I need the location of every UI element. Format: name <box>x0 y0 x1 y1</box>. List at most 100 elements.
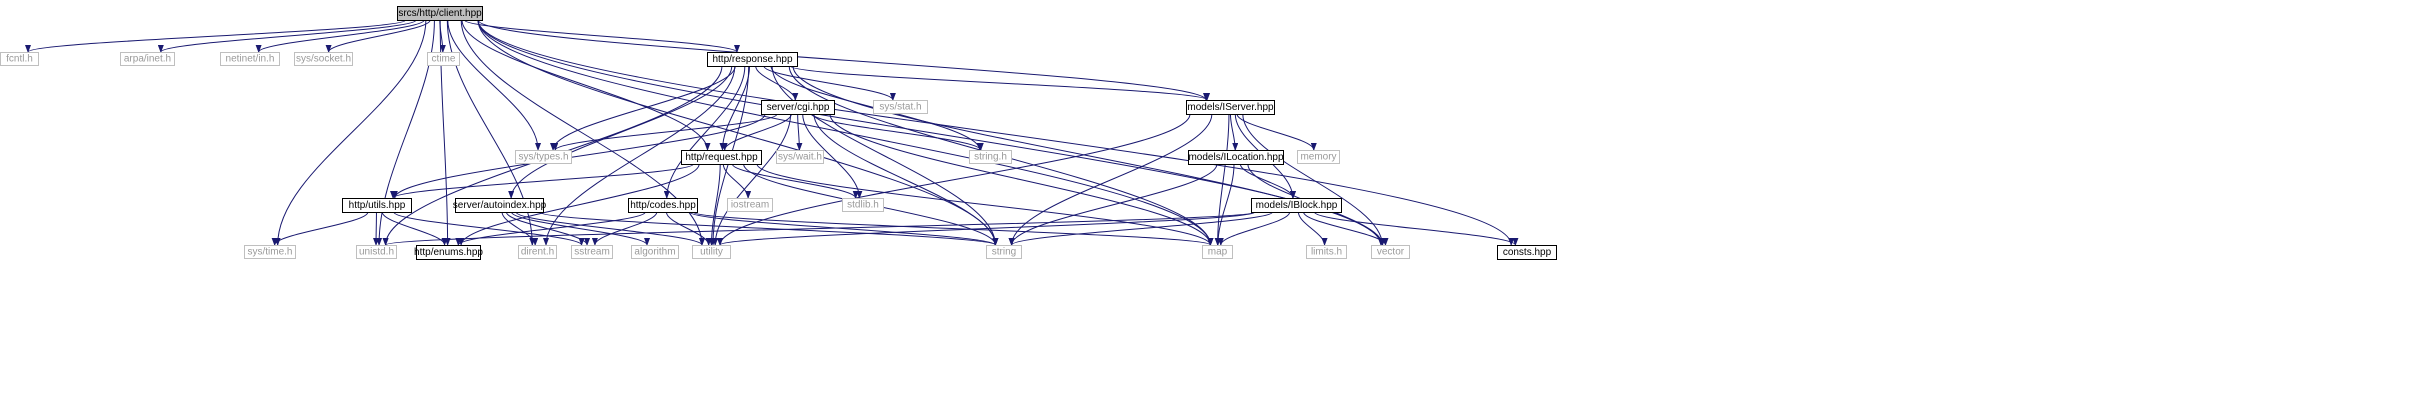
edge-codes-to-map <box>692 211 1214 246</box>
edge-client-to-utility <box>460 19 705 246</box>
node-response[interactable]: http/response.hpp <box>707 52 798 67</box>
node-utils[interactable]: http/utils.hpp <box>342 198 412 213</box>
edge-response-to-autoindex <box>508 65 733 199</box>
edge-client-to-netinet <box>255 19 425 53</box>
node-fcntl-box <box>0 52 39 66</box>
edge-iserver-to-vector <box>1242 113 1386 246</box>
edge-client-to-consts <box>477 19 1515 246</box>
edge-response-to-vector <box>792 65 1384 246</box>
node-iserver[interactable]: models/IServer.hpp <box>1186 100 1275 115</box>
node-arpa-label: arpa/inet.h <box>124 54 171 65</box>
node-vector-box <box>1371 245 1410 259</box>
edge-codes-to-utility <box>665 211 712 246</box>
node-utility-box <box>692 245 731 259</box>
node-cgi[interactable]: server/cgi.hpp <box>761 100 835 115</box>
node-utility: utility <box>692 245 731 259</box>
edge-codes-to-sstream <box>591 211 658 246</box>
edge-response-to-cgi <box>755 65 799 101</box>
edge-utils-to-sstream <box>393 211 585 246</box>
edge-ilocation-to-string <box>1008 163 1218 246</box>
edge-response-to-sysstat <box>763 65 896 101</box>
node-memory: memory <box>1297 150 1340 164</box>
node-algorithm-box <box>631 245 679 259</box>
node-map-box <box>1202 245 1233 259</box>
edge-cgi-to-map <box>829 113 1214 246</box>
node-codes[interactable]: http/codes.hpp <box>628 198 698 213</box>
node-cgi-box <box>761 100 835 115</box>
edge-client-to-fcntl <box>25 19 407 53</box>
edge-iblock-to-consts <box>1313 211 1519 246</box>
edge-iblock-to-utility <box>717 211 1256 246</box>
edge-autoindex-to-dirent <box>501 211 539 246</box>
node-client-label: srcs/http/client.hpp <box>398 8 482 19</box>
node-ctime: ctime <box>427 52 460 66</box>
node-unistd: unistd.h <box>356 245 397 259</box>
edge-ilocation-to-map <box>1214 163 1235 246</box>
node-fcntl-label: fcntl.h <box>6 54 33 65</box>
edge-request-to-stdlib <box>731 163 859 199</box>
node-vector-label: vector <box>1377 247 1405 258</box>
node-request[interactable]: http/request.hpp <box>681 150 762 165</box>
edge-iblock-to-string <box>1008 211 1274 246</box>
edge-client-to-iserver <box>477 19 1209 101</box>
node-netinet: netinet/in.h <box>220 52 280 66</box>
node-systypes: sys/types.h <box>515 150 572 164</box>
edge-client-to-response <box>464 19 740 53</box>
edge-request-to-enums <box>458 163 700 246</box>
node-response-label: http/response.hpp <box>712 54 792 65</box>
edge-request-to-utils <box>390 163 694 199</box>
node-ilocation[interactable]: models/ILocation.hpp <box>1188 150 1284 165</box>
edge-request-to-utility <box>708 163 721 246</box>
node-unistd-box <box>356 245 397 259</box>
edge-codes-to-string <box>689 211 999 246</box>
edge-client-to-map <box>477 19 1214 246</box>
node-dirent-label: dirent.h <box>521 247 554 258</box>
node-iostream-box <box>727 198 773 212</box>
node-iblock[interactable]: models/IBlock.hpp <box>1251 198 1342 213</box>
edge-iserver-to-utility <box>717 113 1191 246</box>
node-vector: vector <box>1371 245 1410 259</box>
edge-iserver-to-ilocation <box>1229 113 1239 151</box>
node-systime-box <box>244 245 296 259</box>
node-client-box <box>397 6 483 21</box>
node-iostream: iostream <box>727 198 773 212</box>
node-map: map <box>1202 245 1233 259</box>
node-algorithm: algorithm <box>631 245 679 259</box>
node-enums-label: http/enums.hpp <box>414 247 483 258</box>
node-enums[interactable]: http/enums.hpp <box>414 245 483 260</box>
node-iserver-label: models/IServer.hpp <box>1187 102 1274 113</box>
node-autoindex[interactable]: server/autoindex.hpp <box>453 198 547 213</box>
edge-client-to-arpa <box>157 19 417 53</box>
node-limits-label: limits.h <box>1311 247 1342 258</box>
node-limits-box <box>1306 245 1347 259</box>
edge-client-to-enums <box>439 19 451 246</box>
edge-response-to-iserver <box>789 65 1210 101</box>
node-client[interactable]: srcs/http/client.hpp <box>397 6 483 21</box>
node-syssocket-box <box>294 52 353 66</box>
edge-ilocation-to-iblock <box>1239 163 1297 199</box>
edge-iserver-to-map <box>1214 113 1230 246</box>
edge-cgi-to-systypes <box>552 113 778 151</box>
node-stringh: string.h <box>969 150 1012 164</box>
node-unistd-label: unistd.h <box>359 247 394 258</box>
node-syssocket-label: sys/socket.h <box>296 54 351 65</box>
node-autoindex-box <box>455 198 544 213</box>
node-sysstat: sys/stat.h <box>873 100 928 114</box>
node-request-box <box>681 150 762 165</box>
node-consts[interactable]: consts.hpp <box>1497 245 1557 260</box>
edge-client-to-vector <box>477 19 1384 246</box>
node-utils-box <box>342 198 412 213</box>
edge-utils-to-systime <box>271 211 369 246</box>
edge-response-to-string <box>771 65 999 246</box>
node-systypes-label: sys/types.h <box>518 152 568 163</box>
node-systime: sys/time.h <box>244 245 296 259</box>
node-consts-box <box>1497 245 1557 260</box>
edge-cgi-to-syswait <box>796 113 803 151</box>
node-autoindex-label: server/autoindex.hpp <box>453 200 547 211</box>
node-cgi-label: server/cgi.hpp <box>767 102 830 113</box>
edge-iblock-to-unistd <box>383 211 1256 246</box>
edge-cgi-to-utils <box>391 113 766 199</box>
edge-autoindex-to-utility <box>515 211 705 246</box>
node-memory-label: memory <box>1300 152 1336 163</box>
node-sysstat-label: sys/stat.h <box>879 102 921 113</box>
